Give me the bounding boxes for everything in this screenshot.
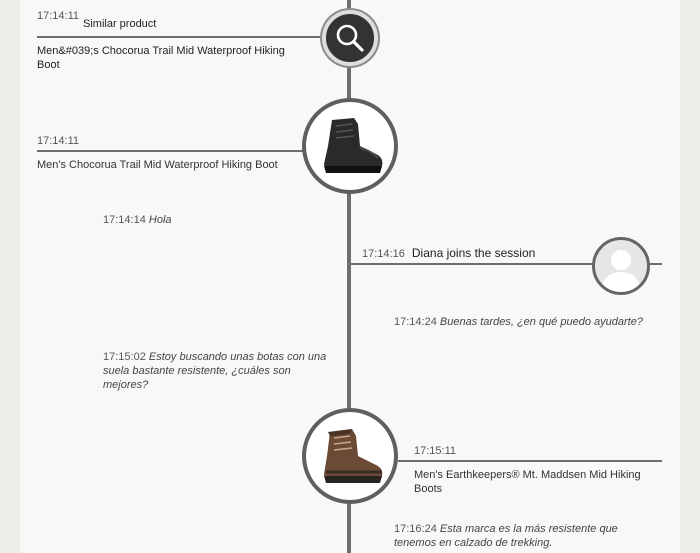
viewed-product-2-thumbnail[interactable] bbox=[302, 408, 398, 504]
join-event-connector bbox=[349, 263, 662, 265]
message-hola-text: Hola bbox=[148, 214, 172, 226]
black-boot-image bbox=[324, 118, 383, 173]
message-marca-text: Esta marca es la más resistente que tene… bbox=[394, 523, 618, 549]
message-marca-time: 17:16:24 bbox=[394, 523, 437, 535]
viewed-product-1-thumbnail[interactable] bbox=[302, 98, 398, 194]
message-marca: 17:16:24 Esta marca es la más resistente… bbox=[394, 522, 644, 550]
message-hola-time: 17:14:14 bbox=[103, 214, 146, 226]
similar-product-connector bbox=[37, 36, 325, 38]
similar-product-name[interactable]: Men&#039;s Chocorua Trail Mid Waterproof… bbox=[37, 45, 285, 71]
timeline-spine bbox=[347, 0, 351, 553]
viewed-product-2-name[interactable]: Men's Earthkeepers® Mt. Maddsen Mid Hiki… bbox=[414, 469, 641, 495]
viewed-product-1-name[interactable]: Men's Chocorua Trail Mid Waterproof Hiki… bbox=[37, 159, 278, 171]
viewed-product-2-connector bbox=[398, 460, 662, 462]
join-event: 17:14:16 Diana joins the session bbox=[362, 246, 535, 261]
search-icon bbox=[336, 24, 364, 52]
message-botas: 17:15:02 Estoy buscando unas botas con u… bbox=[103, 350, 328, 392]
agent-avatar[interactable] bbox=[592, 237, 650, 295]
join-event-text: Diana joins the session bbox=[411, 246, 536, 260]
brown-boot-image bbox=[324, 429, 383, 483]
viewed-product-1-connector bbox=[37, 150, 305, 152]
message-buenas: 17:14:24 Buenas tardes, ¿en qué puedo ay… bbox=[394, 315, 643, 329]
similar-product-search-button[interactable] bbox=[322, 10, 378, 66]
viewed-product-1-time: 17:14:11 bbox=[37, 135, 80, 147]
similar-product-time: 17:14:11 bbox=[37, 10, 80, 22]
message-hola: 17:14:14 Hola bbox=[103, 213, 172, 227]
join-event-time: 17:14:16 bbox=[362, 248, 405, 260]
message-buenas-text: Buenas tardes, ¿en qué puedo ayudarte? bbox=[439, 316, 643, 328]
user-avatar-placeholder bbox=[601, 250, 641, 292]
message-buenas-time: 17:14:24 bbox=[394, 316, 437, 328]
viewed-product-2-time: 17:15:11 bbox=[414, 445, 457, 457]
message-botas-time: 17:15:02 bbox=[103, 351, 146, 363]
message-botas-text: Estoy buscando unas botas con una suela … bbox=[103, 351, 327, 391]
similar-product-label: Similar product bbox=[83, 18, 157, 30]
